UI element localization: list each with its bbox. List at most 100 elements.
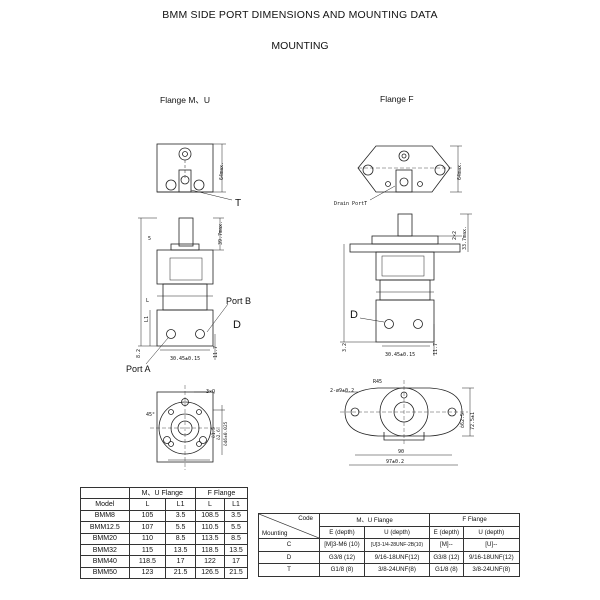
- f-ports-dim: 30.45±0.15: [385, 352, 415, 358]
- model-cell: BMM20: [80, 532, 130, 545]
- table-cell: 5.5: [165, 521, 196, 534]
- table-cell: 107: [128, 521, 167, 534]
- f-pos1-dim: 11.7: [433, 343, 439, 355]
- mu-hole1-dim: ö1.5: [211, 427, 217, 438]
- table-cell: G1/8 (8): [319, 563, 365, 577]
- table-cell: 9/16-18UNF(12): [363, 550, 431, 564]
- technical-drawing: 64max. T L L1 5 39.7max. 30: [126, 143, 476, 470]
- table-cell: 13.5: [224, 543, 248, 557]
- table-cell: 9/16-18UNF(12): [462, 550, 521, 564]
- col-header: L1: [165, 498, 196, 511]
- table-cell: 123: [128, 566, 167, 580]
- col-header: E (depth): [429, 525, 464, 539]
- f-span2-dim: 97±0.2: [386, 459, 404, 465]
- f-hole-dim: 2-ø9±0.2: [330, 388, 354, 394]
- flange-f-label: Flange F: [380, 94, 414, 104]
- mu-d-callout: D: [233, 319, 241, 331]
- mu-ports-dim: 30.45±0.15: [170, 356, 200, 362]
- model-cell: BMM8: [80, 509, 130, 523]
- table-cell: 3.5: [165, 509, 196, 523]
- flange-mu-top-view: [156, 143, 233, 201]
- model-cell: BMM40: [80, 555, 130, 568]
- code-label: Code: [298, 515, 313, 522]
- table-cell: 110: [128, 532, 167, 545]
- mu-bcd-dim: 3×Q: [206, 389, 215, 395]
- group-header-mu: M、U Flange: [128, 486, 196, 500]
- col-header: U (depth): [363, 525, 431, 539]
- mu-port-b-callout: Port B: [226, 296, 251, 306]
- flange-mu-side-view: [138, 217, 229, 365]
- table-cell: 17: [224, 555, 248, 568]
- table-cell: 8.5: [224, 532, 248, 545]
- table-cell: 5.5: [224, 521, 248, 534]
- table-cell: 110.5: [194, 521, 226, 534]
- mu-l-dim: L: [146, 298, 149, 304]
- table-cell: 21.5: [224, 566, 248, 580]
- mu-t-callout: T: [235, 198, 241, 209]
- table-cell: 113.5: [194, 532, 226, 545]
- table-cell: 118.5: [128, 555, 167, 568]
- table-cell: 105: [128, 509, 167, 523]
- port-thread-table: Code Mounting M、U Flange F Flange E (dep…: [258, 513, 521, 577]
- table-cell: G3/8 (12): [319, 550, 365, 564]
- group-header-mu: M、U Flange: [318, 513, 431, 527]
- col-header: U (depth): [462, 525, 521, 539]
- col-header: L1: [224, 498, 248, 511]
- mu-s5-dim: 5: [148, 236, 151, 242]
- length-table: M、U Flange F Flange Model L L1 L L1 BMM8…: [80, 486, 249, 580]
- f-d2-dim: 2×2: [452, 231, 458, 240]
- f-r-dim: R45: [373, 379, 382, 385]
- table-row: C[M]3-M6 (10)[U]3-1/4-28UNF-2B(10)[M]--[…: [258, 538, 521, 552]
- f-d-callout: D: [350, 309, 358, 321]
- table-cell: 3/8-24UNF(8): [363, 563, 431, 577]
- code-cell: C: [258, 538, 320, 552]
- group-header-f: F Flange: [194, 486, 249, 500]
- diagonal-header-cell: Code Mounting: [258, 513, 320, 539]
- f-depth-dim: 64max.: [457, 162, 463, 180]
- page-title: BMM SIDE PORT DIMENSIONS AND MOUNTING DA…: [162, 9, 438, 21]
- mu-depth-dim: 64max.: [219, 162, 225, 180]
- corner-cell: [80, 486, 130, 500]
- mu-port-a-callout: Port A: [126, 364, 151, 374]
- flange-f-front-view: [340, 380, 474, 466]
- group-header-f: F Flange: [429, 513, 520, 527]
- col-header: L: [194, 498, 226, 511]
- flange-f-side-view: [340, 213, 472, 356]
- f-drain-callout: Drain PortT: [334, 201, 367, 207]
- table-cell: 17: [165, 555, 196, 568]
- f-w2-dim: 72.5±1: [470, 412, 476, 430]
- mounting-label: Mounting: [262, 530, 288, 537]
- mu-pcd-dim: ö46±0.025: [223, 421, 229, 446]
- table-cell: [U]--: [462, 538, 521, 552]
- mu-pos2-dim: 8.2: [136, 349, 142, 358]
- table-cell: 118.5: [194, 543, 226, 557]
- f-span1-dim: 90: [398, 449, 404, 455]
- table-cell: 8.5: [165, 532, 196, 545]
- mu-pos1-dim: 11.7: [213, 346, 219, 358]
- model-cell: BMM50: [80, 566, 130, 580]
- table-cell: 3.5: [224, 509, 248, 523]
- table-cell: 3/8-24UNF(8): [462, 563, 521, 577]
- table-cell: 13.5: [165, 543, 196, 557]
- table-cell: 126.5: [194, 566, 226, 580]
- diagonal-line: [259, 514, 319, 538]
- col-header: Model: [80, 498, 130, 511]
- model-cell: BMM12.5: [80, 521, 130, 534]
- col-header: E (depth): [319, 525, 365, 539]
- page-subtitle: MOUNTING: [271, 40, 329, 52]
- mu-l1-dim: L1: [144, 316, 150, 322]
- mu-shaft-dim: 39.7max.: [218, 221, 224, 245]
- f-pos2-dim: 3.2: [342, 343, 348, 352]
- table-cell: [M]--: [429, 538, 464, 552]
- table-cell: G3/8 (12): [429, 550, 464, 564]
- table-cell: 122: [194, 555, 226, 568]
- table-cell: 21.5: [165, 566, 196, 580]
- f-shaft-dim: 33.7max.: [462, 226, 468, 250]
- flange-mu-label: Flange M、U: [160, 95, 211, 105]
- table-cell: 115: [128, 543, 167, 557]
- flange-f-top-view: [357, 145, 462, 201]
- flange-mu-front-view: [150, 385, 225, 470]
